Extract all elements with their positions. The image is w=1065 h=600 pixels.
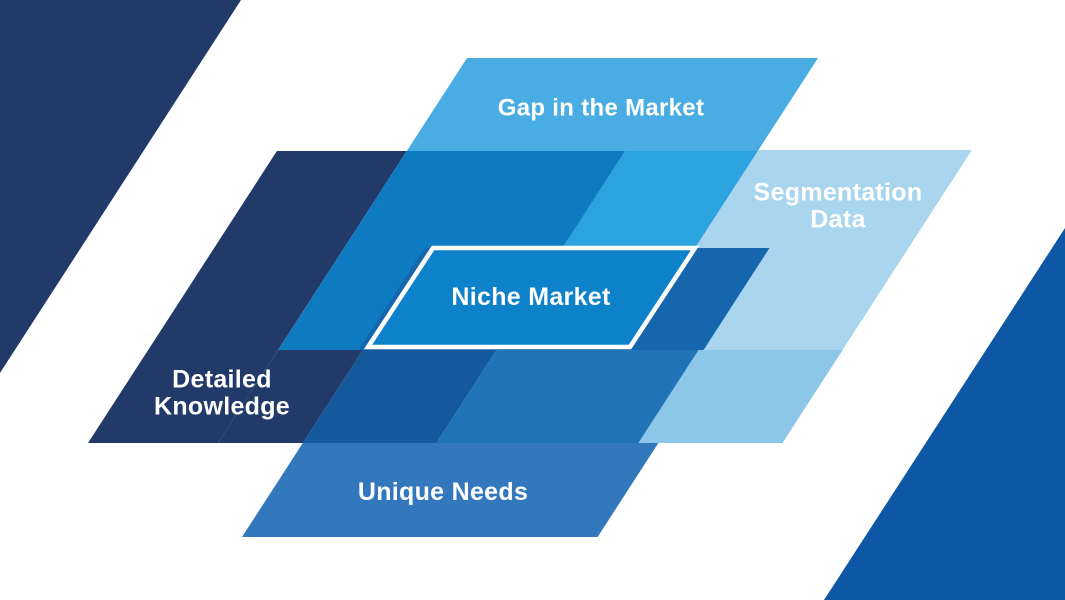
detailed-knowledge-shape [88, 151, 407, 443]
gap-in-the-market-shape [406, 58, 818, 151]
unique-needs-shape [242, 443, 659, 537]
corner-top-left-shape [0, 0, 241, 373]
gap-segmentation-overlap-region [562, 151, 758, 248]
detailed-unique-overlap-region [302, 350, 497, 443]
segmentation-unique-overlap-region [436, 350, 699, 443]
detailed-knowledge-lower-shape [217, 350, 363, 443]
segmentation-unique-light-region [638, 350, 843, 443]
niche-market-shape [363, 245, 700, 350]
corner-bottom-right-shape [824, 228, 1065, 600]
